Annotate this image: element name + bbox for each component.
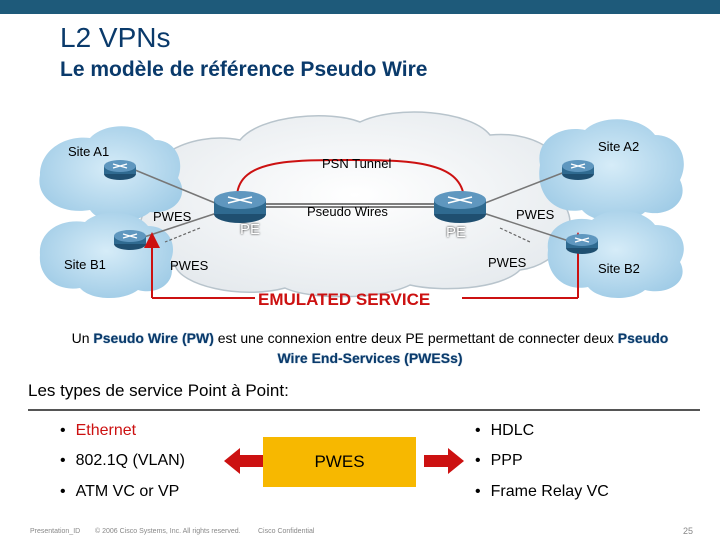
- site-b2-cloud: [547, 210, 684, 298]
- router-icon: [562, 160, 594, 180]
- pwes-label: PWES: [153, 209, 192, 224]
- pwes-center-box: PWES: [263, 437, 416, 487]
- psn-tunnel: [236, 158, 464, 196]
- pwes-term: Pseudo Wire End-Services (PWESs): [277, 330, 669, 366]
- access-link: [134, 169, 221, 206]
- pwes-arrow: [164, 227, 201, 243]
- site-b2-label: Site B2: [598, 261, 640, 276]
- footer-copyright: © 2006 Cisco Systems, Inc. All rights re…: [95, 528, 241, 535]
- pe-router-icon: [434, 191, 486, 223]
- router-icon: [104, 160, 136, 180]
- footer-confidential: Cisco Confidential: [258, 528, 315, 535]
- access-link: [479, 169, 571, 206]
- pseudo-wire-term: Pseudo Wire (PW): [93, 330, 214, 346]
- footer-page-number: 25: [683, 526, 694, 536]
- service-type-item: •802.1Q (VLAN): [60, 452, 185, 469]
- pwes-label: PWES: [516, 207, 555, 222]
- service-type-item: •ATM VC or VP: [60, 483, 180, 500]
- arrow-right-icon: [424, 448, 464, 474]
- site-a2-label: Site A2: [598, 139, 640, 154]
- service-type-item: •Frame Relay VC: [475, 483, 609, 500]
- top-bar: [0, 0, 720, 14]
- service-type-item: •Ethernet: [60, 422, 137, 439]
- access-link: [479, 211, 576, 244]
- site-a2-cloud: [539, 119, 684, 222]
- pwes-arrow: [499, 227, 531, 243]
- service-type-item: •HDLC: [475, 422, 535, 439]
- pe-left-label: PE: [240, 221, 261, 238]
- arrow-left-icon: [224, 448, 264, 474]
- site-a1-label: Site A1: [68, 144, 110, 159]
- footer-presentation-id: Presentation_ID: [30, 528, 81, 535]
- pwes-label: PWES: [170, 258, 209, 273]
- page-subtitle: Le modèle de référence Pseudo Wire: [60, 58, 428, 81]
- pe-router-icon: [214, 191, 266, 223]
- pseudo-wire-description: Un Pseudo Wire (PW) est une connexion en…: [71, 330, 669, 366]
- router-icon: [566, 234, 598, 254]
- pseudo-wires-label: Pseudo Wires: [307, 204, 388, 219]
- page-title: L2 VPNs: [60, 22, 171, 53]
- service-type-item: •PPP: [475, 452, 523, 469]
- site-b1-label: Site B1: [64, 257, 106, 272]
- pwes-label: PWES: [488, 255, 527, 270]
- service-types-heading: Les types de service Point à Point:: [28, 381, 289, 400]
- pe-right-label: PE: [446, 224, 467, 241]
- divider: [28, 409, 700, 411]
- router-icon: [114, 230, 146, 250]
- psn-tunnel-label: PSN Tunnel: [322, 156, 392, 171]
- emulated-service-label: EMULATED SERVICE: [258, 290, 431, 309]
